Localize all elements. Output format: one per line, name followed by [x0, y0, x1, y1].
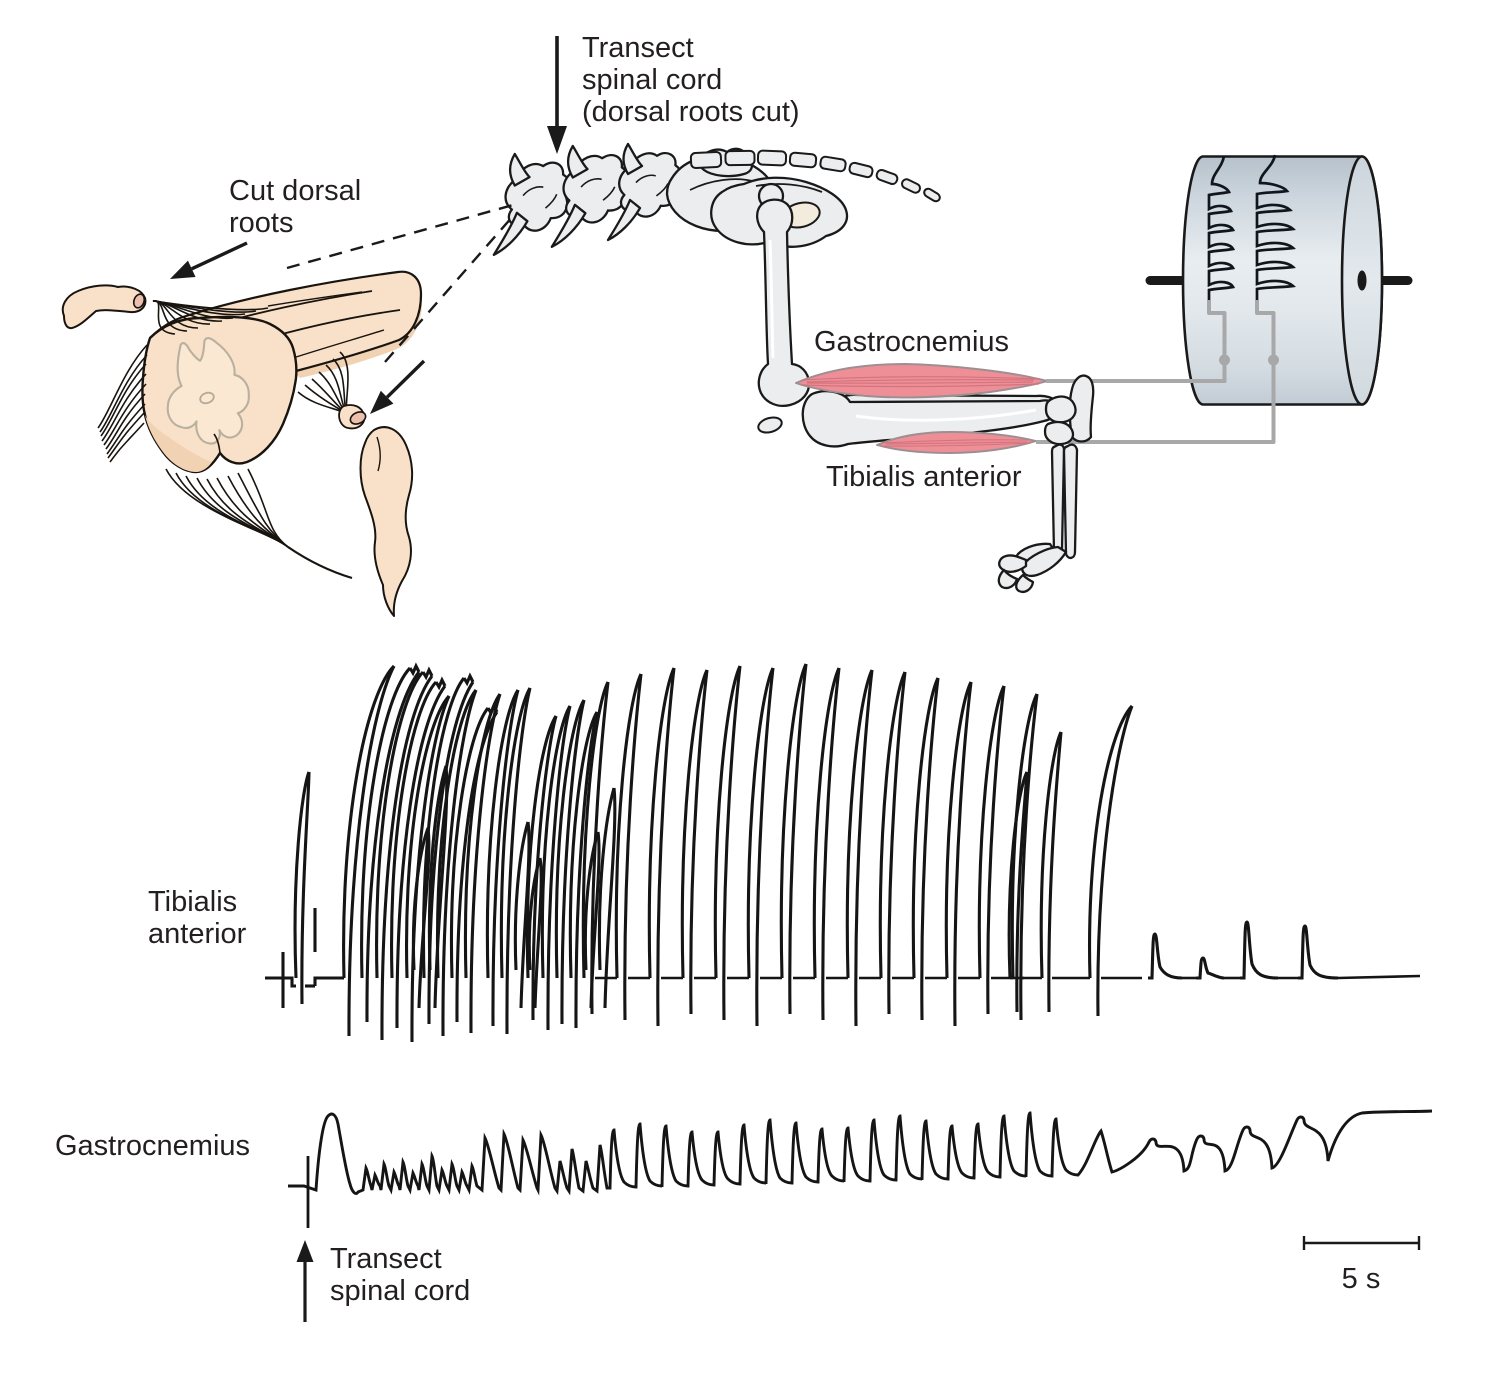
svg-text:Cut dorsal: Cut dorsal [229, 175, 361, 207]
svg-text:5 s: 5 s [1342, 1263, 1381, 1295]
svg-text:spinal cord: spinal cord [330, 1275, 470, 1307]
svg-text:Tibialis anterior: Tibialis anterior [826, 461, 1022, 493]
svg-text:Gastrocnemius: Gastrocnemius [55, 1130, 250, 1162]
svg-text:Tibialis: Tibialis [148, 886, 237, 918]
svg-text:(dorsal roots cut): (dorsal roots cut) [582, 96, 800, 128]
svg-text:roots: roots [229, 207, 293, 239]
svg-text:anterior: anterior [148, 918, 247, 950]
svg-text:spinal cord: spinal cord [582, 64, 722, 96]
svg-text:Gastrocnemius: Gastrocnemius [814, 326, 1009, 358]
svg-text:Transect: Transect [582, 32, 694, 64]
svg-text:Transect: Transect [330, 1243, 442, 1275]
